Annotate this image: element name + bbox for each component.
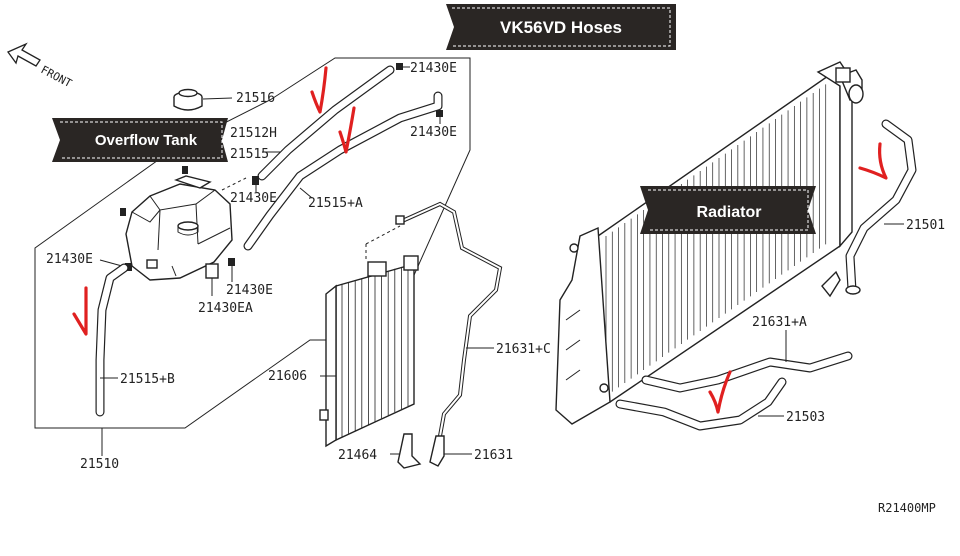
lower-hose-21503 bbox=[615, 377, 787, 431]
label-21430EA: 21430EA bbox=[198, 301, 253, 316]
label-21501: 21501 bbox=[906, 218, 945, 233]
overflow-tank-banner: Overflow Tank bbox=[52, 118, 228, 162]
label-21515: 21515 bbox=[230, 147, 269, 162]
tube-21631A bbox=[641, 330, 853, 393]
overflow-tank-banner-text: Overflow Tank bbox=[95, 132, 198, 149]
overflow-group-outline bbox=[34, 57, 471, 429]
label-21430E-mid: 21430E bbox=[230, 191, 277, 206]
overflow-tank bbox=[120, 166, 233, 281]
label-21631A: 21631+A bbox=[752, 315, 807, 330]
fitting-21631 bbox=[429, 435, 472, 467]
hose-21512H bbox=[257, 63, 410, 181]
label-cap-21516: 21516 bbox=[236, 91, 275, 106]
bracket-21430EA bbox=[205, 258, 235, 296]
label-21510: 21510 bbox=[80, 457, 119, 472]
red-check-marks bbox=[72, 66, 888, 414]
front-label: FRONT bbox=[39, 63, 75, 90]
clip-21430E-left bbox=[125, 263, 132, 271]
tube-21631C bbox=[395, 201, 503, 437]
upper-hose-21501 bbox=[845, 119, 917, 295]
title-banner: VK56VD Hoses bbox=[446, 4, 676, 50]
hose-21515A bbox=[243, 91, 443, 251]
label-21464: 21464 bbox=[338, 448, 377, 463]
oil-cooler bbox=[319, 225, 419, 448]
radiator-banner-text: Radiator bbox=[697, 204, 762, 221]
radiator-banner: Radiator bbox=[640, 186, 816, 234]
label-21515B: 21515+B bbox=[120, 372, 175, 387]
label-21631: 21631 bbox=[474, 448, 513, 463]
reservoir-cap bbox=[173, 88, 233, 111]
title-banner-text: VK56VD Hoses bbox=[500, 18, 622, 37]
label-21430E-left: 21430E bbox=[46, 252, 93, 267]
label-21512H: 21512H bbox=[230, 126, 277, 141]
label-21430E-bottom: 21430E bbox=[226, 283, 273, 298]
diagram-code: R21400MP bbox=[878, 501, 936, 515]
label-21430E-top: 21430E bbox=[410, 61, 457, 76]
clip-21430E-mid bbox=[221, 176, 259, 192]
front-arrow-icon bbox=[7, 42, 41, 67]
hose-21515B bbox=[95, 263, 129, 417]
label-21631C: 21631+C bbox=[496, 342, 551, 357]
label-21503: 21503 bbox=[786, 410, 825, 425]
label-21430E-right: 21430E bbox=[410, 125, 457, 140]
label-21606: 21606 bbox=[268, 369, 307, 384]
label-21515A: 21515+A bbox=[308, 196, 363, 211]
fitting-21464 bbox=[390, 433, 422, 469]
